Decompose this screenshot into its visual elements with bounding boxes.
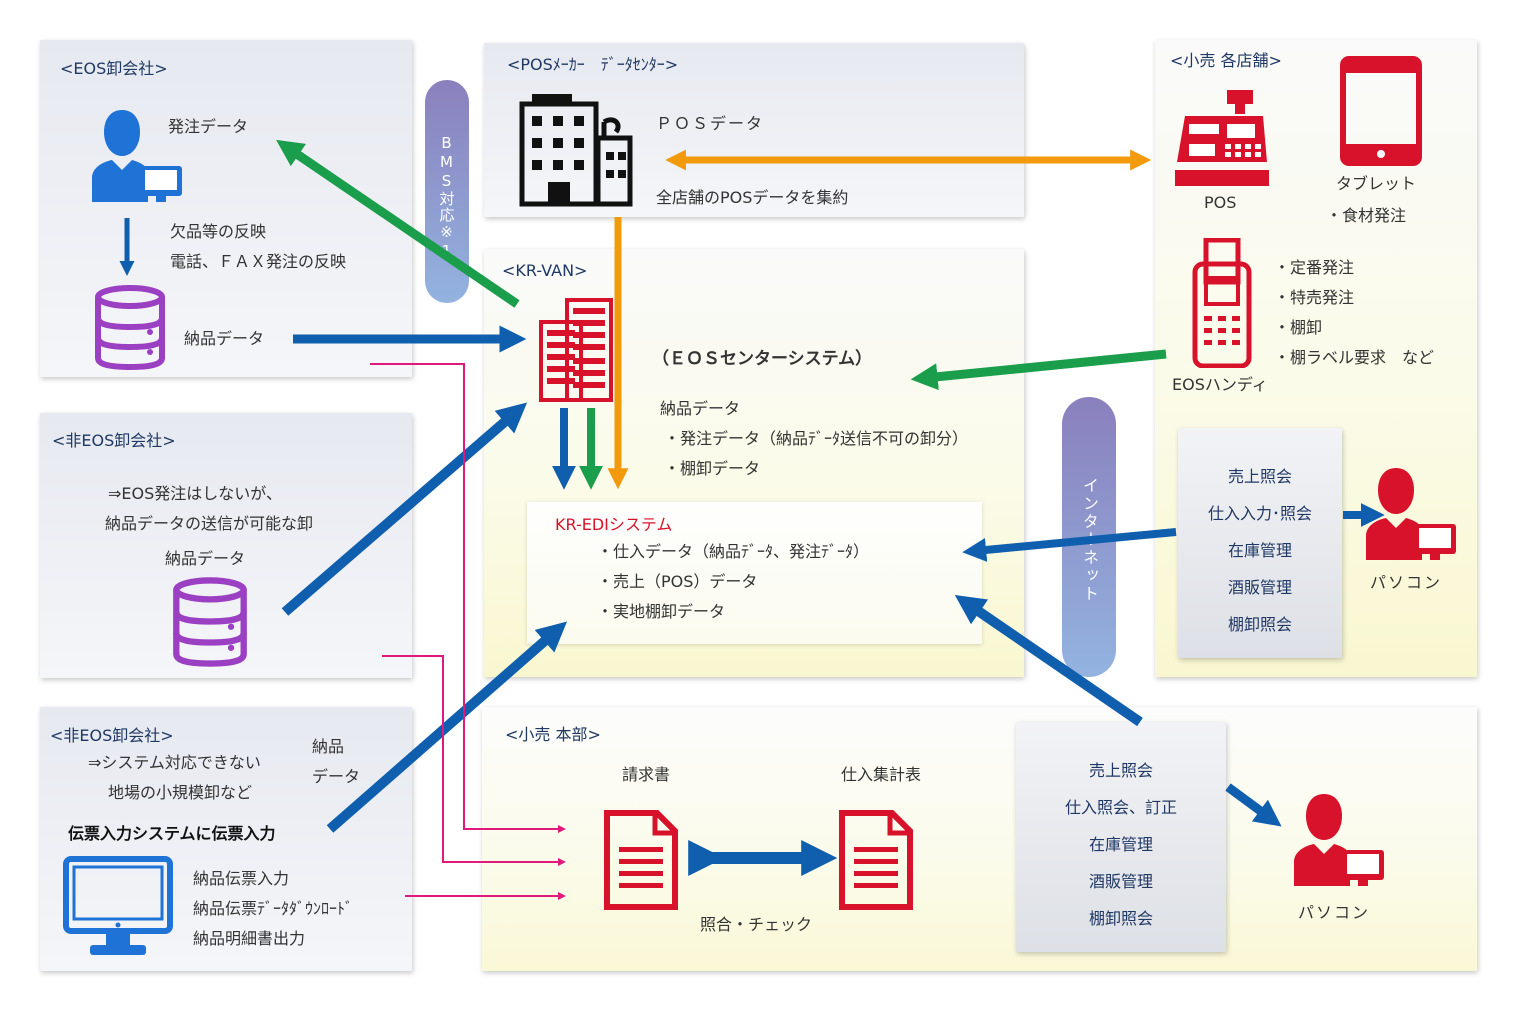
- panel-pos-data-center: [484, 43, 1024, 217]
- tablet-note: ・食材発注: [1326, 206, 1407, 225]
- eos-wholesaler-title: <EOS卸会社>: [60, 59, 168, 78]
- check-label: 照合・チェック: [700, 915, 813, 934]
- hq-menu: 売上照会 仕入照会、訂正 在庫管理 酒販管理 棚卸照会: [1016, 752, 1226, 937]
- non-eos-1-title: <非EOS卸会社>: [52, 431, 176, 450]
- hq-title: <小売 本部>: [505, 725, 601, 744]
- tablet-icon: [1340, 56, 1422, 166]
- krvan-data-line: ・棚卸データ: [664, 459, 761, 478]
- menu-sales-inquiry: 売上照会: [1088, 761, 1153, 780]
- krvan-data-line: ・発注データ（納品ﾃﾞｰﾀ送信不可の卸分）: [664, 429, 969, 448]
- handy-label: EOSハンディ: [1172, 375, 1268, 394]
- kr-edi-title: KR-EDIシステム: [555, 515, 673, 534]
- slip-feature: 納品伝票入力: [193, 869, 290, 888]
- arrow-order-data-to-eos: [276, 139, 520, 308]
- menu-stocktake-inquiry: 棚卸照会: [1088, 909, 1153, 928]
- store-menu-box: [1178, 428, 1342, 658]
- menu-purchase-input: 仕入入力･照会: [1207, 504, 1312, 523]
- edi-line: ・売上（POS）データ: [597, 572, 758, 591]
- bms-label: BMS対応※1: [437, 133, 456, 261]
- slip-feature: 納品伝票ﾃﾞｰﾀﾀﾞｳﾝﾛｰﾄﾞ: [193, 899, 354, 918]
- panel-non-eos-wholesaler-2: [40, 707, 412, 971]
- store-menu: 売上照会 仕入入力･照会 在庫管理 酒販管理 棚卸照会: [1178, 458, 1342, 643]
- server-rack-icon: [539, 298, 613, 402]
- user-with-pc-icon: [1366, 468, 1456, 560]
- handy-item: ・特売発注: [1274, 288, 1355, 307]
- menu-liquor-sales: 酒販管理: [1227, 578, 1292, 597]
- non-eos-2-desc-1: ⇒システム対応できない: [88, 753, 261, 772]
- menu-inventory: 在庫管理: [1088, 835, 1153, 854]
- edi-line: ・仕入データ（納品ﾃﾞｰﾀ、発注ﾃﾞｰﾀ）: [597, 542, 870, 561]
- pos-center-title: <POSﾒｰｶｰ ﾃﾞｰﾀｾﾝﾀｰ>: [507, 55, 679, 74]
- slip-feature: 納品明細書出力: [193, 929, 306, 948]
- store-pc-label: パソコン: [1370, 573, 1443, 592]
- cash-register-icon: [1175, 90, 1269, 186]
- krvan-data-line: 納品データ: [660, 399, 741, 418]
- stores-title: <小売 各店舗>: [1170, 51, 1282, 70]
- user-with-pc-icon: [92, 110, 182, 202]
- pos-data-label: ＰＯＳデータ: [656, 114, 765, 133]
- document-icon: [839, 810, 913, 910]
- user-with-pc-icon: [1294, 794, 1384, 886]
- non-eos-1-desc-2: 納品データの送信が可能な卸: [105, 514, 314, 533]
- menu-stocktake-inquiry: 棚卸照会: [1227, 615, 1292, 634]
- paper-line-2: [382, 655, 566, 866]
- tablet-label: タブレット: [1336, 174, 1417, 193]
- handy-item: ・棚ラベル要求 など: [1274, 348, 1435, 367]
- non-eos-2-desc-2: 地場の小規模卸など: [108, 783, 253, 802]
- hq-menu-box: [1016, 722, 1226, 952]
- reflect-label-1: 欠品等の反映: [170, 222, 267, 241]
- paper-line-1: [370, 363, 566, 833]
- non-eos-2-side-2: データ: [312, 767, 361, 786]
- purchase-summary-label: 仕入集計表: [841, 765, 922, 784]
- arrow-hq-to-edi: [954, 594, 1143, 727]
- arrow-store-to-edi: [962, 528, 1177, 562]
- panel-non-eos-wholesaler-1: [40, 413, 412, 678]
- handy-terminal-icon: [1192, 238, 1252, 368]
- menu-sales-inquiry: 売上照会: [1227, 467, 1292, 486]
- reflect-label-2: 電話、ＦＡＸ発注の反映: [170, 252, 347, 271]
- delivery-data-label: 納品データ: [184, 329, 265, 348]
- order-data-label: 発注データ: [168, 117, 249, 136]
- building-icon: [519, 94, 633, 207]
- kr-edi-system-box: [527, 502, 982, 644]
- non-eos-2-title: <非EOS卸会社>: [50, 726, 174, 745]
- non-eos-1-desc-1: ⇒EOS発注はしないが、: [108, 484, 282, 503]
- database-icon: [173, 577, 247, 667]
- handy-item: ・定番発注: [1274, 258, 1355, 277]
- menu-liquor-sales: 酒販管理: [1088, 872, 1153, 891]
- menu-inventory: 在庫管理: [1227, 541, 1292, 560]
- document-icon: [604, 810, 678, 910]
- database-icon: [95, 285, 165, 370]
- pos-aggregate-label: 全店舗のPOSデータを集約: [656, 188, 849, 207]
- arrow-non-eos-to-krvan: [281, 402, 528, 616]
- eos-center-label: （ＥＯＳセンターシステム）: [652, 349, 873, 369]
- arrow-hq-box-to-pc: [1225, 783, 1282, 827]
- edi-line: ・実地棚卸データ: [597, 602, 726, 621]
- hq-pc-label: パソコン: [1298, 903, 1371, 922]
- arrow-handy-to-krvan: [910, 349, 1167, 391]
- invoice-label: 請求書: [622, 765, 671, 784]
- monitor-icon: [63, 856, 173, 955]
- non-eos-2-side-1: 納品: [312, 737, 345, 756]
- panel-retail-hq: [482, 707, 1477, 971]
- slip-input-system: 伝票入力システムに伝票入力: [68, 824, 276, 843]
- handy-item: ・棚卸: [1274, 318, 1323, 337]
- non-eos-1-delivery: 納品データ: [165, 549, 246, 568]
- menu-purchase-inquiry: 仕入照会、訂正: [1064, 798, 1177, 817]
- pos-label: POS: [1204, 193, 1237, 212]
- krvan-title: <KR-VAN>: [502, 261, 588, 280]
